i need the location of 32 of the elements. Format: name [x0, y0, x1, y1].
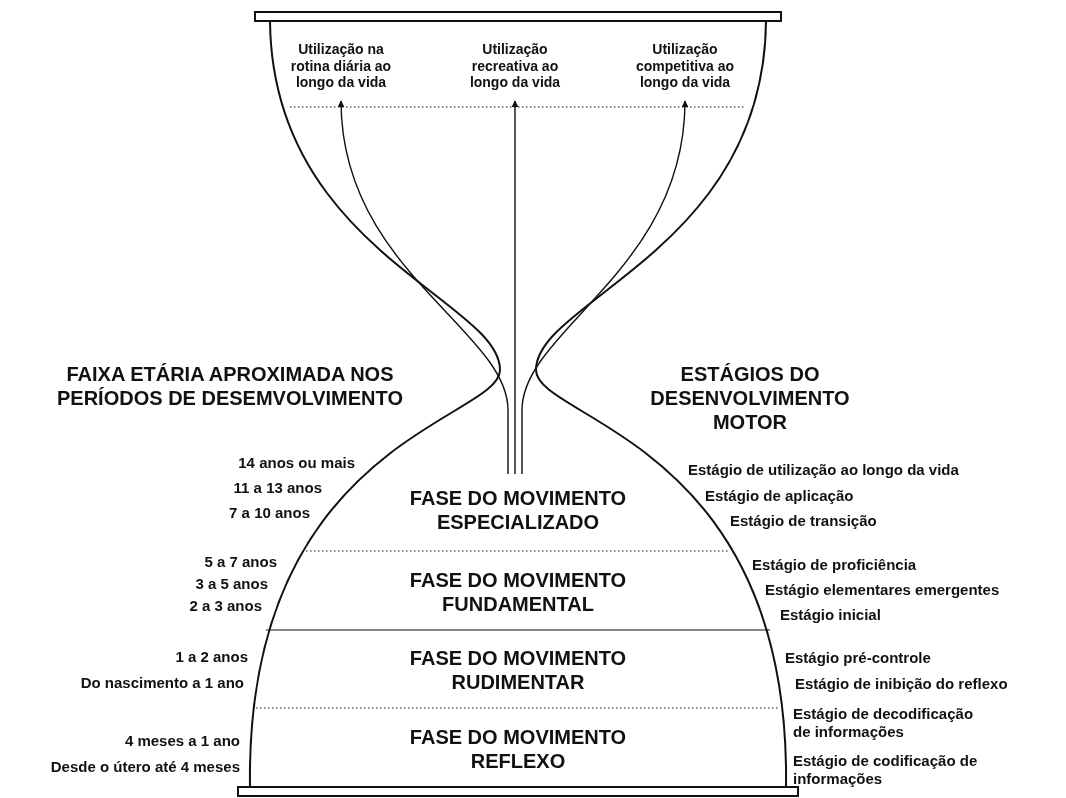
stage-text: Estágio de utilização ao longo da vida [688, 461, 959, 479]
outcome-text: Utilização na rotina diária ao longo da vida [278, 32, 404, 100]
age-range-text: 7 a 10 anos [229, 504, 310, 522]
age-range-text: 4 meses a 1 ano [124, 732, 240, 750]
arrow [338, 100, 509, 475]
outcome-text: Utilização competitiva ao longo da vida [622, 32, 748, 100]
age-range-text: 14 anos ou mais [238, 454, 355, 472]
age-range-text: 2 a 3 anos [189, 597, 262, 615]
stage-text: Estágio de codificação de informações [793, 752, 979, 788]
stage-text: Estágio inicial [780, 606, 881, 624]
column-heading: ESTÁGIOS DO DESENVOLVIMENTO MOTOR [649, 362, 851, 434]
phase-title: FASE DO MOVIMENTO RUDIMENTAR [365, 636, 671, 704]
phase-title: FASE DO MOVIMENTO ESPECIALIZADO [365, 474, 671, 546]
age-range-text: Do nascimento a 1 ano [80, 674, 244, 692]
age-range-text: 11 a 13 anos [233, 479, 322, 497]
age-range-text: 1 a 2 anos [175, 648, 248, 666]
column-heading: FAIXA ETÁRIA APROXIMADA NOS PERÍODOS DE DESEMVOLVIMENTO [56, 362, 404, 410]
stage-text: Estágio de aplicação [705, 487, 854, 505]
outcome-text: Utilização recreativa ao longo da vida [452, 32, 578, 100]
age-range-text: 3 a 5 anos [195, 575, 268, 593]
stage-text: Estágio pré-controle [785, 649, 931, 667]
stage-text: Estágio de decodificação de informações [793, 705, 975, 741]
phase-title: FASE DO MOVIMENTO REFLEXO [365, 714, 671, 784]
stage-text: Estágio elementares emergentes [765, 581, 1000, 599]
stage-text: Estágio de inibição do reflexo [795, 675, 1008, 693]
stage-text: Estágio de transição [730, 512, 877, 530]
age-range-text: 5 a 7 anos [204, 553, 277, 571]
age-range-text: Desde o útero até 4 meses [50, 758, 240, 776]
phase-title: FASE DO MOVIMENTO FUNDAMENTAL [365, 558, 671, 626]
arrow [511, 100, 519, 475]
stage-text: Estágio de proficiência [752, 556, 917, 574]
arrow [521, 100, 688, 475]
